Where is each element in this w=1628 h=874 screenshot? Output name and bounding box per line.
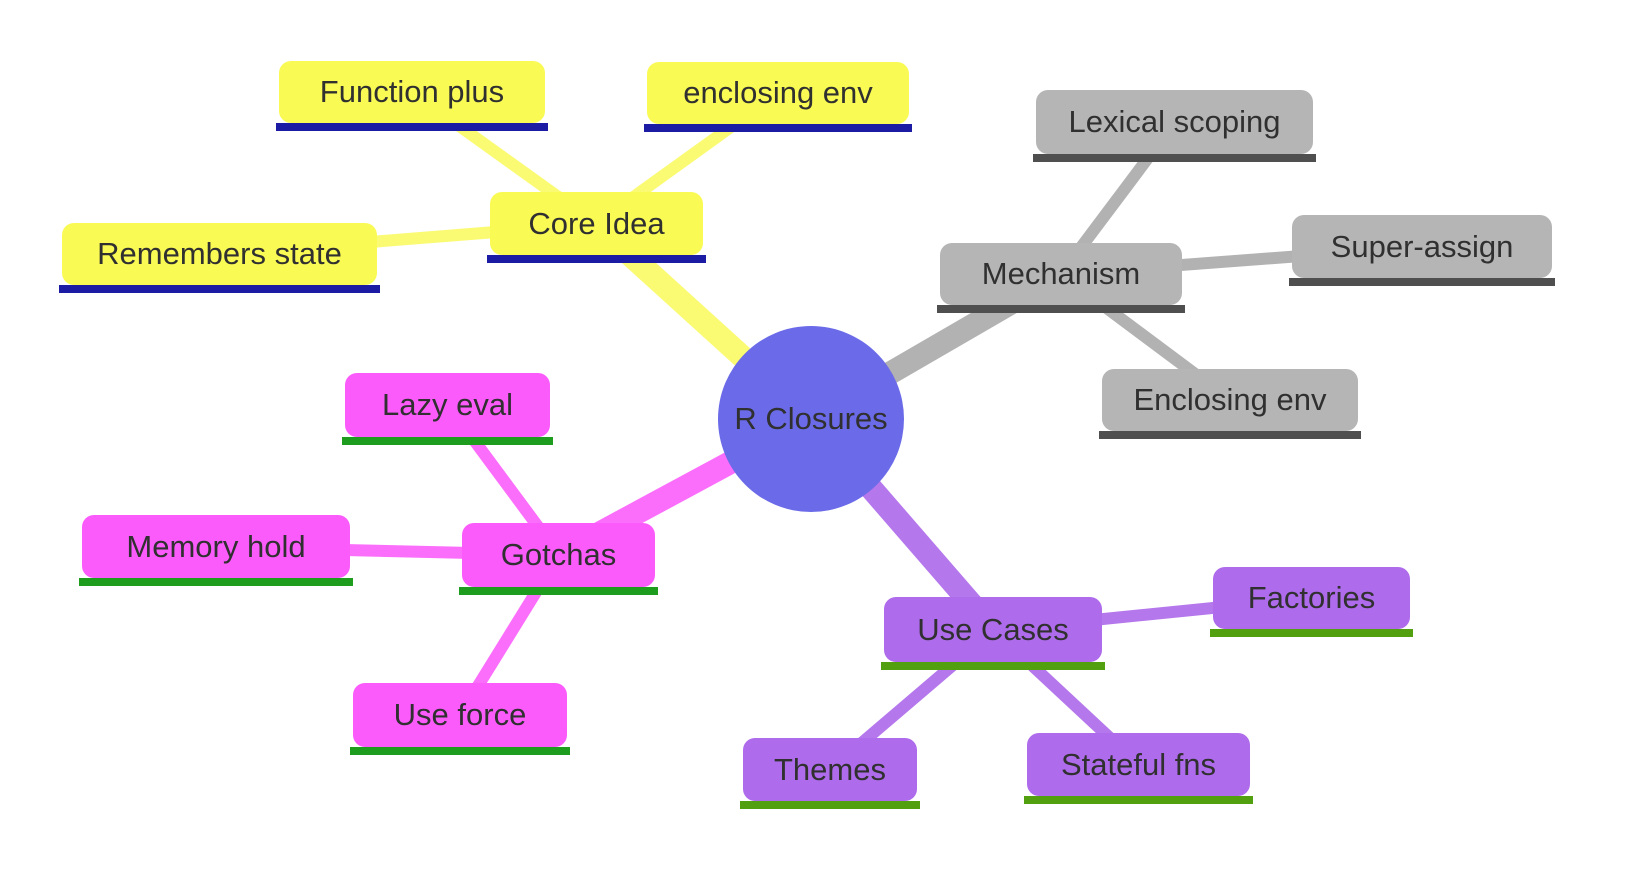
node-label: Super-assign bbox=[1330, 228, 1514, 264]
node-label: Lazy eval bbox=[382, 387, 513, 422]
node-label: Stateful fns bbox=[1060, 746, 1217, 782]
node-mechanism[interactable]: Mechanism bbox=[937, 243, 1185, 313]
node-label: Memory hold bbox=[126, 528, 306, 564]
node-enclosing-env-gray[interactable]: Enclosing env bbox=[1099, 369, 1361, 439]
node-gotchas[interactable]: Gotchas bbox=[459, 523, 658, 595]
node-label: Use force bbox=[393, 697, 527, 732]
node-remembers-state[interactable]: Remembers state bbox=[59, 223, 380, 293]
node-function-plus[interactable]: Function plus bbox=[276, 61, 548, 131]
node-use-force[interactable]: Use force bbox=[350, 683, 570, 755]
node-label: Mechanism bbox=[981, 256, 1141, 291]
node-label: Core Idea bbox=[528, 205, 665, 241]
node-label: Gotchas bbox=[500, 537, 617, 572]
node-label: Factories bbox=[1247, 580, 1376, 615]
root-node[interactable]: R Closures bbox=[718, 326, 904, 512]
node-factories[interactable]: Factories bbox=[1210, 567, 1413, 637]
node-lexical-scoping[interactable]: Lexical scoping bbox=[1033, 90, 1316, 162]
node-label: enclosing env bbox=[683, 75, 873, 110]
node-core-idea[interactable]: Core Idea bbox=[487, 192, 706, 263]
node-label: Function plus bbox=[319, 74, 505, 109]
node-memory-hold[interactable]: Memory hold bbox=[79, 515, 353, 586]
node-lazy-eval[interactable]: Lazy eval bbox=[342, 373, 553, 445]
node-label: Lexical scoping bbox=[1068, 104, 1281, 139]
node-label: Use Cases bbox=[917, 611, 1069, 647]
node-enclosing-env-yellow[interactable]: enclosing env bbox=[644, 62, 912, 132]
node-stateful-fns[interactable]: Stateful fns bbox=[1024, 733, 1253, 804]
node-use-cases[interactable]: Use Cases bbox=[881, 597, 1105, 670]
node-label: Remembers state bbox=[97, 236, 342, 271]
node-themes[interactable]: Themes bbox=[740, 738, 920, 809]
node-super-assign[interactable]: Super-assign bbox=[1289, 215, 1555, 286]
node-label: Themes bbox=[774, 751, 886, 787]
root-label: R Closures bbox=[734, 401, 888, 436]
node-label: Enclosing env bbox=[1133, 382, 1327, 417]
